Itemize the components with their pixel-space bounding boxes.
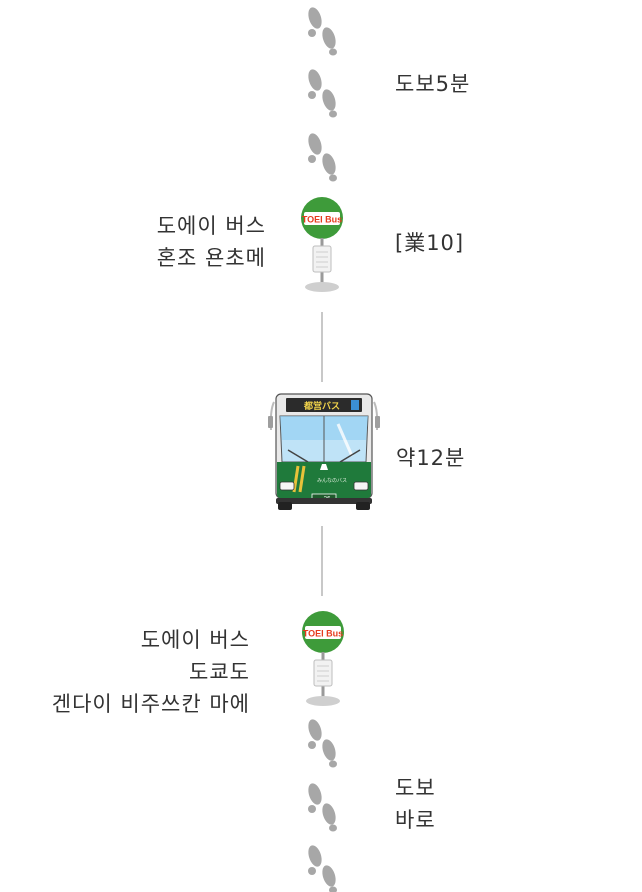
bus-stop-sign-text: TOEI Bus: [302, 215, 342, 225]
route-connector-line: [321, 526, 323, 596]
footprints-icon: [308, 719, 337, 768]
origin-stop-name: 도에이 버스 혼조 욘초메: [157, 210, 266, 274]
walk-duration-label: 도보5분: [395, 72, 471, 96]
dest-stop-name: 도에이 버스 도쿄도 겐다이 비주쓰칸 마에: [52, 624, 250, 720]
bus-stop-sign-text: TOEI Bus: [303, 629, 343, 639]
dest-stop-line3: 겐다이 비주쓰칸 마에: [51, 692, 250, 716]
footprints-icon: [308, 133, 337, 182]
route-connector-line: [321, 312, 323, 382]
walk-final-line1: 도보: [395, 776, 436, 800]
dest-stop-line1: 도에이 버스: [140, 628, 250, 652]
bus-stop-icon: TOEI Bus: [301, 197, 343, 292]
walk-final-line2: 바로: [395, 808, 436, 832]
footprints-icon: [308, 69, 337, 118]
footprints-icon: [308, 783, 337, 832]
bus-destination-display: 都営バス: [303, 400, 340, 411]
walk-final-label: 도보 바로: [395, 772, 436, 836]
origin-stop-line2: 혼조 욘초메: [156, 246, 266, 270]
origin-stop-line1: 도에이 버스: [156, 214, 266, 238]
bus-icon: 都営バス みんなのバス …26: [268, 393, 380, 510]
footprints-icon: [308, 7, 337, 56]
bus-side-text: みんなのバス: [317, 477, 347, 484]
bus-duration-label: 약12분: [396, 446, 466, 470]
route-number-label: [業10]: [395, 231, 465, 255]
footprints-icon: [308, 845, 337, 892]
dest-stop-line2: 도쿄도: [189, 660, 250, 684]
bus-stop-icon: TOEI Bus: [302, 611, 344, 706]
